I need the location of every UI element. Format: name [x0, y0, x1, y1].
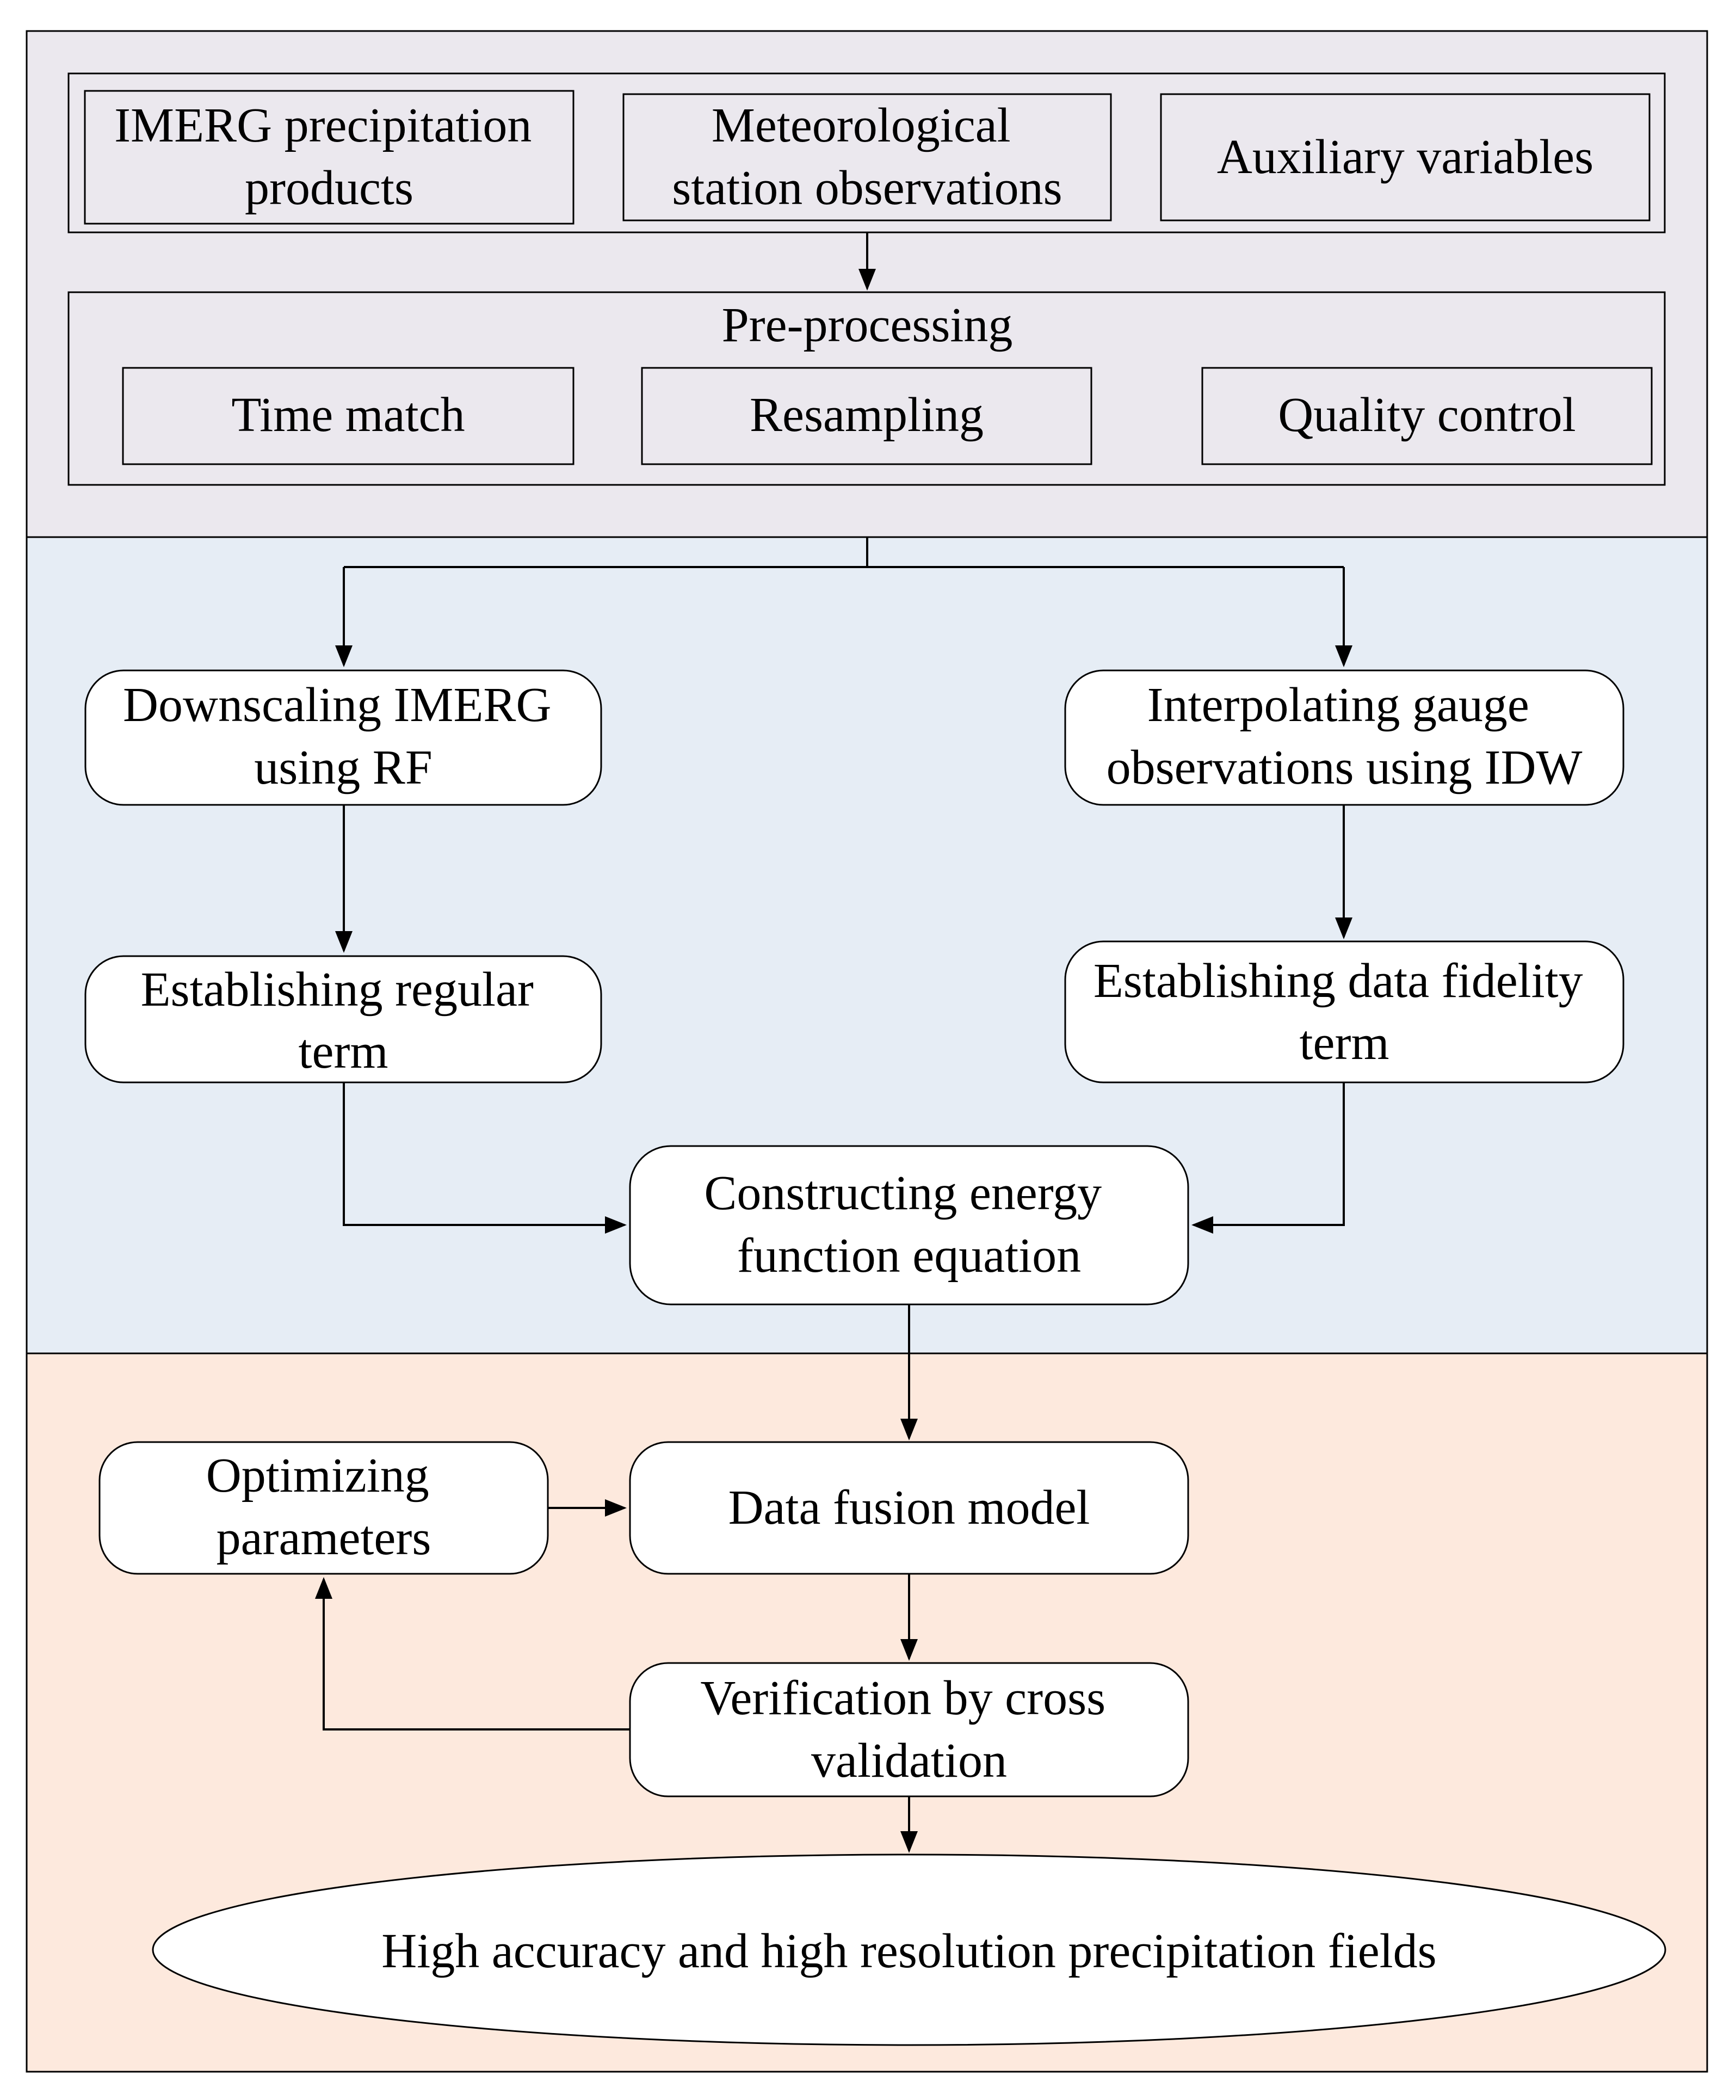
output-ellipse: High accuracy and high resolution precip…	[152, 1853, 1666, 2046]
energy-function-box: Constructing energy function equation	[629, 1145, 1189, 1305]
imerg-products-line-2: products	[245, 161, 413, 215]
downscaling-line-1: Downscaling IMERG	[123, 678, 551, 732]
time-match-label: Time match	[231, 388, 465, 442]
resampling-box: Resampling	[641, 367, 1092, 465]
data-fusion-model-box: Data fusion model	[629, 1441, 1189, 1575]
fidelity-term-box: Establishing data fidelity term	[1064, 940, 1624, 1083]
imerg-products-line-1: IMERG precipitation	[114, 98, 532, 152]
svg-text:Auxiliary variables: Auxiliary variables	[1217, 130, 1593, 184]
downscaling-line-2: using RF	[254, 741, 433, 795]
arrow-verification-to-optimizing	[315, 1577, 630, 1731]
arrow-fidelity-to-energy	[1191, 1082, 1345, 1234]
verification-box: Verification by cross validation	[629, 1662, 1189, 1797]
arrow-regular-to-energy	[343, 1082, 627, 1234]
interpolating-box: Interpolating gauge observations using I…	[1064, 669, 1624, 806]
time-match-box: Time match	[122, 367, 574, 465]
svg-text:Downscaling IMERG using: Downscaling IMERG using RF	[123, 678, 564, 795]
svg-text:Meteorological station o: Meteorological station observations	[672, 98, 1062, 215]
svg-text:Establishing data fidelity: Establishing data fidelity term	[1094, 954, 1595, 1070]
quality-control-box: Quality control	[1201, 367, 1653, 465]
svg-text:Optimizing parameters: Optimizing parameters	[206, 1449, 441, 1565]
interpolating-line-2: observations using IDW	[1107, 741, 1583, 795]
energy-function-line-1: Constructing energy	[704, 1166, 1102, 1220]
svg-text:Establishing regular ter: Establishing regular term	[141, 963, 546, 1079]
svg-text:Verification by cross va: Verification by cross validation	[700, 1671, 1117, 1788]
svg-text:Pre-processing: Pre-processing	[722, 298, 1013, 352]
resampling-label: Resampling	[750, 388, 984, 442]
svg-text:Quality control: Quality control	[1278, 388, 1576, 442]
preprocessing-title: Pre-processing	[722, 298, 1013, 352]
data-fusion-model-label: Data fusion model	[728, 1481, 1090, 1535]
verification-line-1: Verification by cross	[700, 1671, 1105, 1725]
regular-term-line-2: term	[299, 1025, 388, 1079]
station-observations-line-1: Meteorological	[712, 98, 1011, 152]
interpolating-line-1: Interpolating gauge	[1147, 678, 1529, 732]
svg-text:Resampling: Resampling	[750, 388, 984, 442]
fidelity-term-line-1: Establishing data fidelity	[1094, 954, 1583, 1008]
svg-text:Time match: Time match	[231, 388, 465, 442]
fidelity-term-line-2: term	[1300, 1016, 1389, 1070]
auxiliary-variables-label: Auxiliary variables	[1217, 130, 1593, 184]
optimizing-parameters-box: Optimizing parameters	[98, 1441, 549, 1575]
svg-text:Data fusion model: Data fusion model	[728, 1481, 1090, 1535]
optimizing-line-1: Optimizing	[206, 1449, 429, 1502]
output-label: High accuracy and high resolution precip…	[381, 1924, 1436, 1978]
station-observations-box: Meteorological station observations	[622, 93, 1112, 221]
verification-line-2: validation	[811, 1734, 1007, 1788]
preprocessing-group: Pre-processing	[67, 291, 1666, 486]
quality-control-label: Quality control	[1278, 388, 1576, 442]
svg-text:Constructing energy func: Constructing energy function equation	[704, 1166, 1114, 1283]
svg-text:IMERG precipitation prod: IMERG precipitation products	[114, 98, 544, 215]
energy-function-line-2: function equation	[737, 1229, 1081, 1283]
svg-text:Interpolating gauge obse: Interpolating gauge observations using I…	[1107, 678, 1583, 795]
auxiliary-variables-box: Auxiliary variables	[1160, 93, 1651, 221]
imerg-products-box: IMERG precipitation products	[84, 90, 574, 225]
downscaling-box: Downscaling IMERG using RF	[84, 669, 602, 806]
optimizing-line-2: parameters	[217, 1511, 431, 1565]
svg-text:High accuracy and high resolut: High accuracy and high resolution precip…	[381, 1924, 1436, 1978]
regular-term-line-1: Establishing regular	[141, 963, 534, 1017]
regular-term-box: Establishing regular term	[84, 955, 602, 1083]
connector-split-trunk	[344, 537, 1344, 568]
station-observations-line-2: station observations	[672, 161, 1062, 215]
